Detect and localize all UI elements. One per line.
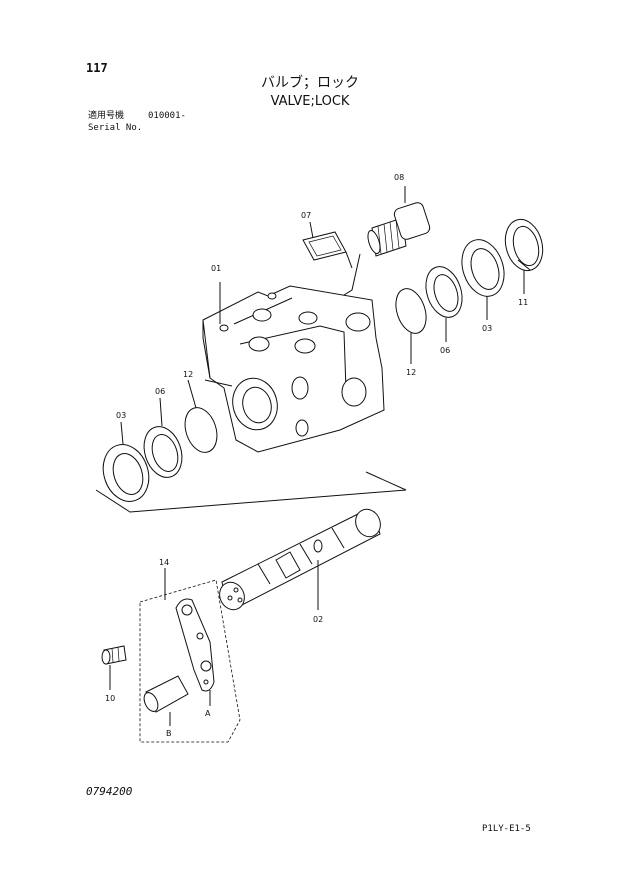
callout-12-left: 12 xyxy=(183,370,193,379)
callout-A: A xyxy=(205,709,211,718)
callout-02: 02 xyxy=(313,615,323,624)
part-14-lever-assembly xyxy=(101,568,241,743)
callout-03-left: 03 xyxy=(116,411,126,420)
part-03-left-washer xyxy=(95,421,407,513)
callout-01: 01 xyxy=(211,264,221,273)
serial-label-japanese: 適用号機 xyxy=(88,111,125,121)
callout-06-right: 06 xyxy=(440,346,450,355)
part-03-right-washer xyxy=(461,239,505,320)
callout-06-left: 06 xyxy=(155,387,165,396)
title-english: VALVE;LOCK xyxy=(270,94,350,109)
part-06-right-backup-ring xyxy=(425,266,463,342)
serial-value: 010001- xyxy=(148,111,186,121)
callout-03-right: 03 xyxy=(482,324,492,333)
part-06-left-backup-ring xyxy=(143,397,183,478)
part-12-right-o-ring xyxy=(395,288,427,364)
callout-10: 10 xyxy=(105,694,115,703)
part-07-nameplate xyxy=(302,221,353,269)
document-number: 0794200 xyxy=(86,785,133,798)
part-08-bolt xyxy=(335,186,431,301)
callout-B: B xyxy=(166,729,172,738)
callout-11: 11 xyxy=(518,298,528,307)
title-japanese: バルブ；ロック xyxy=(261,75,359,91)
part-01-valve-body xyxy=(202,282,385,453)
callout-12-right: 12 xyxy=(406,368,416,377)
callout-07: 07 xyxy=(301,211,311,220)
callout-08: 08 xyxy=(394,173,404,182)
page-number: 117 xyxy=(86,61,108,75)
callout-14: 14 xyxy=(159,558,169,567)
part-12-left-o-ring xyxy=(184,379,233,453)
serial-label-english: Serial No. xyxy=(88,123,143,133)
sheet-reference: P1LY-E1-5 xyxy=(482,824,531,834)
part-02-spool xyxy=(219,508,381,611)
part-11-snap-ring xyxy=(504,218,544,294)
